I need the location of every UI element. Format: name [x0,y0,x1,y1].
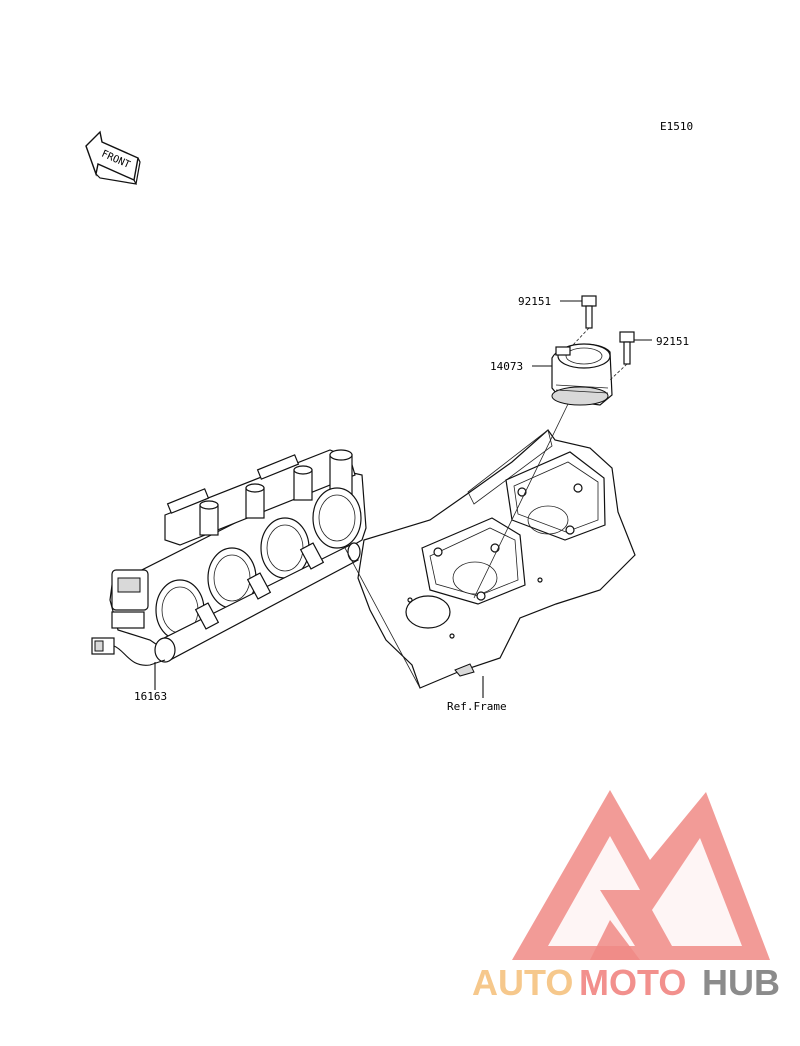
brand-auto: AUTO [472,962,573,1003]
callout-cap: 14073 [490,360,523,373]
sensor-connector [91,637,166,666]
callout-bolt-right: 92151 [656,335,689,348]
frame-reference [357,429,636,689]
brand-hub: HUB [702,962,780,1003]
callout-frame: Ref.Frame [447,700,507,713]
cap-part [551,343,613,406]
watermark-logo: AUTO MOTO HUB [472,790,780,1003]
brand-moto: MOTO [579,962,686,1003]
front-arrow-icon: FRONT [85,130,141,185]
diagram-code: E1510 [660,120,693,133]
throttle-body-assembly [109,449,367,663]
bolt-top [581,295,597,329]
bolt-right [619,331,635,365]
callout-sensor: 16163 [134,690,167,703]
leader-lines [154,300,652,698]
callout-bolt-top: 92151 [518,295,551,308]
logo-triangle-icon [512,790,770,960]
